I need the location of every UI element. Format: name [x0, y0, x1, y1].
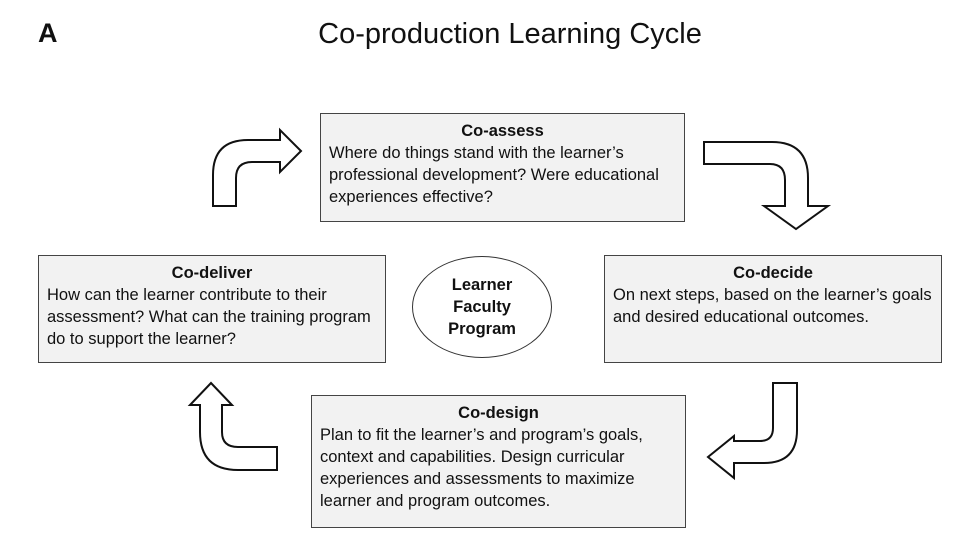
center-faculty: Faculty	[453, 298, 511, 316]
center-learner: Learner	[451, 276, 513, 294]
co-decide-heading: Co-decide	[733, 264, 813, 282]
co-assess-text: Where do things stand with the learner’s…	[329, 144, 659, 206]
arrow-assess-to-decide-icon	[703, 141, 832, 231]
co-decide-text: On next steps, based on the learner’s go…	[613, 286, 932, 326]
panel-label: A	[38, 18, 58, 48]
co-assess-heading: Co-assess	[461, 122, 544, 140]
co-deliver-box: Co-deliver How can the learner contribut…	[38, 255, 386, 363]
co-assess-box: Co-assess Where do things stand with the…	[320, 113, 685, 222]
co-design-text: Plan to fit the learner’s and program’s …	[320, 426, 643, 510]
co-deliver-heading: Co-deliver	[171, 264, 253, 282]
diagram-title: Co-production Learning Cycle	[318, 18, 702, 50]
arrow-deliver-to-assess-icon	[212, 127, 303, 207]
arrow-design-to-deliver-icon	[187, 381, 278, 471]
co-design-heading: Co-design	[458, 404, 539, 422]
center-program: Program	[448, 320, 516, 338]
co-design-box: Co-design Plan to fit the learner’s and …	[311, 395, 686, 528]
co-decide-box: Co-decide On next steps, based on the le…	[604, 255, 942, 363]
arrow-decide-to-design-icon	[706, 382, 798, 481]
center-ellipse: Learner Faculty Program	[412, 256, 552, 358]
co-deliver-text: How can the learner contribute to their …	[47, 286, 371, 348]
